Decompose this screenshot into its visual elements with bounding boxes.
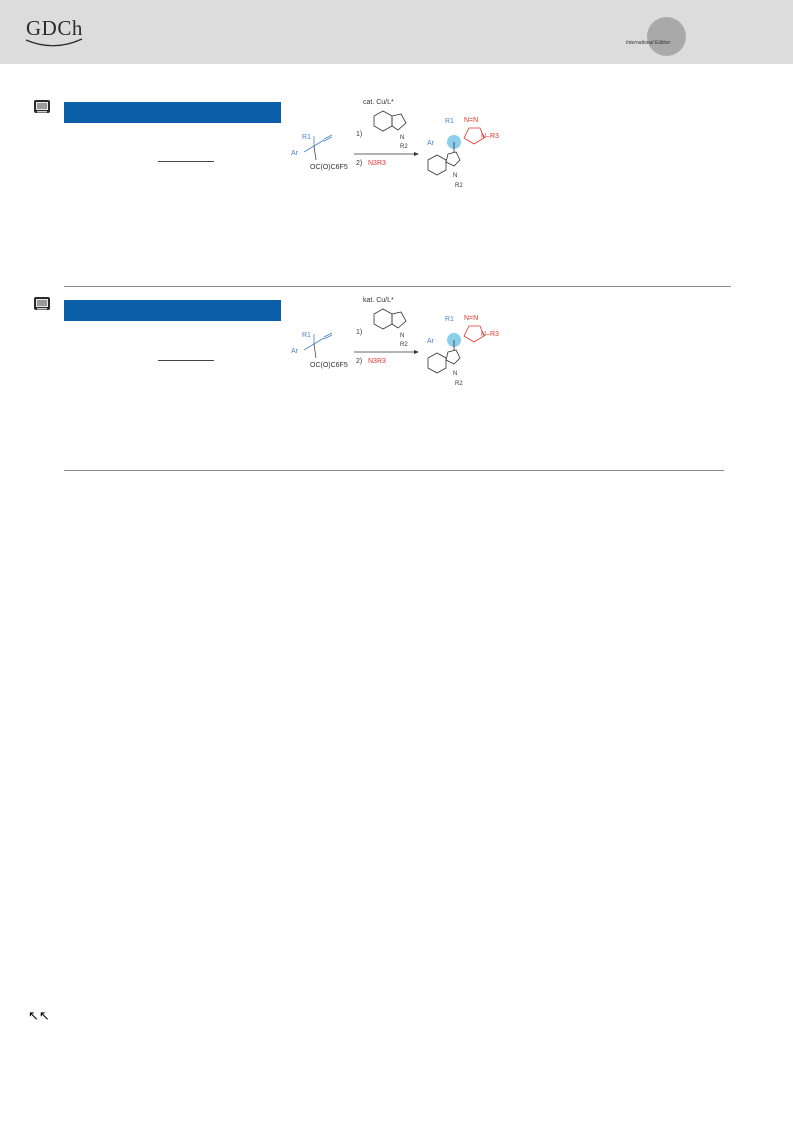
product-r2-label: R2 — [455, 381, 463, 387]
catalyst-label: kat. Cu/L* — [363, 297, 394, 304]
r1-label: R1 — [302, 134, 311, 141]
logo-text: GDCh — [26, 16, 83, 40]
triazole-ring — [463, 127, 485, 145]
substrate — [303, 134, 333, 161]
azide-label: N3R3 — [368, 160, 386, 167]
substrate — [303, 332, 333, 359]
author-link[interactable] — [158, 161, 214, 162]
r2-reagent-label: R2 — [400, 144, 408, 150]
ester-label: OC(O)C6F5 — [310, 362, 348, 369]
product-n-label: N — [453, 173, 457, 179]
entry-title-bar[interactable] — [64, 102, 281, 123]
indole-reagent — [373, 308, 407, 330]
gdch-logo: GDCh — [24, 14, 84, 50]
product-ar-label: Ar — [427, 140, 435, 147]
triazole-n1-label: N=N — [464, 315, 478, 322]
arrow-head-icon — [414, 350, 419, 354]
reaction-scheme: cat. Cu/L* R1 Ar OC(O)C6F5 1) N R2 2) N3… — [291, 99, 499, 189]
entry-divider — [64, 286, 731, 287]
ar-label: Ar — [291, 348, 299, 355]
step-2-label: 2) — [356, 358, 362, 365]
computer-icon[interactable] — [33, 296, 51, 312]
entry-title-bar[interactable] — [64, 300, 281, 321]
triazole-n1-label: N=N — [464, 117, 478, 124]
step-1-label: 1) — [356, 329, 362, 336]
indole-product — [427, 340, 461, 374]
product-n-label: N — [453, 371, 457, 377]
step-2-label: 2) — [356, 160, 362, 167]
back-to-top-button[interactable]: ↖↖ — [28, 1008, 50, 1023]
catalyst-label: cat. Cu/L* — [363, 99, 394, 106]
logo-swoosh-icon — [25, 38, 83, 47]
product-r1-label: R1 — [445, 316, 454, 323]
product-ar-label: Ar — [427, 338, 435, 345]
product-r2-label: R2 — [455, 183, 463, 189]
r1-label: R1 — [302, 332, 311, 339]
reaction-scheme: kat. Cu/L* R1 Ar OC(O)C6F5 1) N R2 2) N3… — [291, 297, 499, 387]
ar-label: Ar — [291, 150, 299, 157]
triazole-n3-label: N–R3 — [481, 133, 499, 140]
arrow-head-icon — [414, 152, 419, 156]
edition-badge — [647, 17, 686, 56]
author-link[interactable] — [158, 360, 214, 361]
edition-badge-text: International Edition — [626, 40, 671, 46]
computer-icon[interactable] — [33, 99, 51, 115]
indole-reagent — [373, 110, 407, 132]
journal-header: GDCh International Edition — [0, 0, 793, 64]
triazole-ring — [463, 325, 485, 343]
azide-label: N3R3 — [368, 358, 386, 365]
indole-n-label: N — [400, 333, 404, 339]
step-1-label: 1) — [356, 131, 362, 138]
product-r1-label: R1 — [445, 118, 454, 125]
ester-label: OC(O)C6F5 — [310, 164, 348, 171]
r2-reagent-label: R2 — [400, 342, 408, 348]
triazole-n3-label: N–R3 — [481, 331, 499, 338]
indole-n-label: N — [400, 135, 404, 141]
entry-divider — [64, 470, 724, 471]
indole-product — [427, 142, 461, 176]
